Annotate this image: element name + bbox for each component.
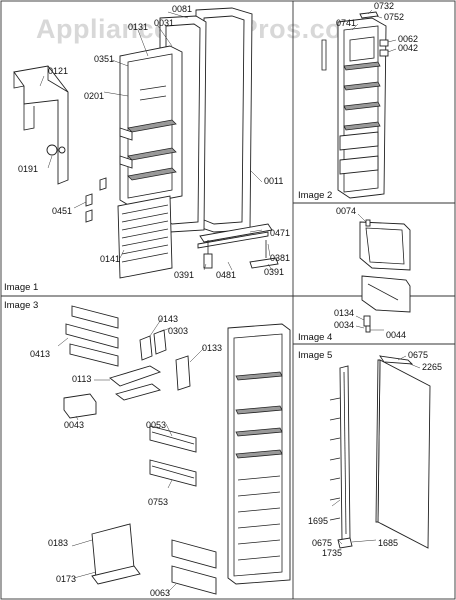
label-0741: 0741	[336, 18, 356, 28]
label-0675-bottom: 0675	[312, 538, 332, 548]
label-0143: 0143	[158, 314, 178, 324]
label-0044: 0044	[386, 330, 406, 340]
label-0141: 0141	[100, 254, 120, 264]
label-0381: 0381	[270, 253, 290, 263]
image1-leader-lines	[39, 11, 273, 271]
label-0391-right: 0391	[264, 267, 284, 277]
image2-labels: 0732 0741 0752 0062 0042 Image 2	[298, 1, 418, 201]
image1-title: Image 1	[4, 282, 38, 293]
image3-title: Image 3	[4, 300, 38, 311]
label-0752: 0752	[384, 12, 404, 22]
label-0113: 0113	[72, 374, 91, 384]
image2-drawing	[321, 11, 389, 199]
label-0732: 0732	[374, 1, 394, 11]
label-0053: 0053	[146, 420, 166, 430]
label-0173: 0173	[56, 574, 76, 584]
image4-leader-lines	[355, 213, 384, 331]
image4-title: Image 4	[298, 332, 332, 343]
label-0074: 0074	[336, 206, 356, 216]
image4-labels: 0074 0134 0034 0044 Image 4	[298, 206, 406, 343]
label-0081: 0081	[172, 4, 192, 14]
label-0042: 0042	[398, 43, 418, 53]
image2-title: Image 2	[298, 190, 332, 201]
label-0481: 0481	[216, 270, 236, 280]
label-0063: 0063	[150, 588, 170, 598]
label-0201: 0201	[84, 91, 104, 101]
label-2265: 2265	[422, 362, 442, 372]
image3-labels: Image 3 0143 0303 0133 0413 0113 0043 00…	[4, 300, 222, 598]
label-1685: 1685	[378, 538, 398, 548]
image1-labels: 0081 0131 0031 0351 0121 0201 0191 0011 …	[4, 4, 290, 293]
image5-drawing	[329, 355, 431, 549]
label-0303: 0303	[168, 326, 188, 336]
image2-leader-lines	[351, 9, 397, 53]
label-0413: 0413	[30, 349, 50, 359]
label-0183: 0183	[48, 538, 68, 548]
image4-drawing	[359, 219, 411, 333]
label-0471: 0471	[270, 228, 290, 238]
label-0391-left: 0391	[174, 270, 194, 280]
label-0675-top: 0675	[408, 350, 428, 360]
label-0451: 0451	[52, 206, 72, 216]
label-0121: 0121	[48, 66, 68, 76]
label-0133: 0133	[202, 343, 222, 353]
label-0031: 0031	[154, 18, 174, 28]
image3-leader-lines	[57, 317, 205, 593]
label-0191: 0191	[18, 164, 38, 174]
label-0062: 0062	[398, 34, 418, 44]
image5-labels: Image 5 0675 2265 1695 0675 1685 1735	[298, 350, 442, 558]
image3-drawing	[63, 305, 291, 595]
label-1695: 1695	[308, 516, 328, 526]
label-0034: 0034	[334, 320, 354, 330]
label-0134: 0134	[334, 308, 354, 318]
label-0131: 0131	[128, 22, 148, 32]
label-0011: 0011	[264, 176, 283, 186]
image1-drawing	[13, 7, 279, 279]
label-0043: 0043	[64, 420, 84, 430]
image5-title: Image 5	[298, 350, 332, 361]
label-1735: 1735	[322, 548, 342, 558]
label-0351: 0351	[94, 54, 114, 64]
label-0753: 0753	[148, 497, 168, 507]
image5-leader-lines	[331, 355, 421, 545]
